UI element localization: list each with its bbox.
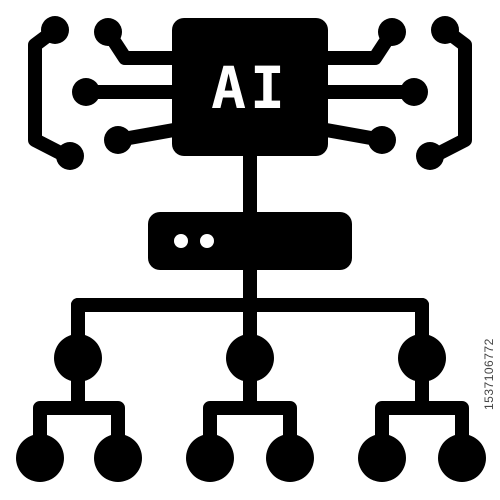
ai-chip-label: AI <box>211 54 289 122</box>
leaf-node-1 <box>16 434 64 482</box>
right-middle-node <box>400 78 428 106</box>
left-bracket-bottom-node <box>56 142 84 170</box>
leaf-node-3 <box>186 434 234 482</box>
center-middle-hub-node <box>226 334 274 382</box>
left-middle-node <box>72 78 100 106</box>
right-lower-node <box>368 126 396 154</box>
leaf-node-5 <box>358 434 406 482</box>
right-middle-hub-node <box>398 334 446 382</box>
leaf-node-4 <box>266 434 314 482</box>
stock-watermark-id: 1537106772 <box>482 338 496 410</box>
leaf-node-2 <box>94 434 142 482</box>
left-bracket-line <box>28 23 77 165</box>
left-upper-node <box>94 18 122 46</box>
ai-chip <box>172 18 328 156</box>
server-light-1 <box>174 234 188 248</box>
right-bracket-bottom-node <box>416 142 444 170</box>
leaf-node-6 <box>438 434 486 482</box>
left-lower-node <box>104 126 132 154</box>
server-light-2 <box>200 234 214 248</box>
right-bracket-line <box>423 23 472 165</box>
left-bracket-top-node <box>41 16 69 44</box>
left-middle-hub-node <box>54 334 102 382</box>
right-bracket-top-node <box>431 16 459 44</box>
server-unit <box>148 212 352 270</box>
right-upper-node <box>378 18 406 46</box>
